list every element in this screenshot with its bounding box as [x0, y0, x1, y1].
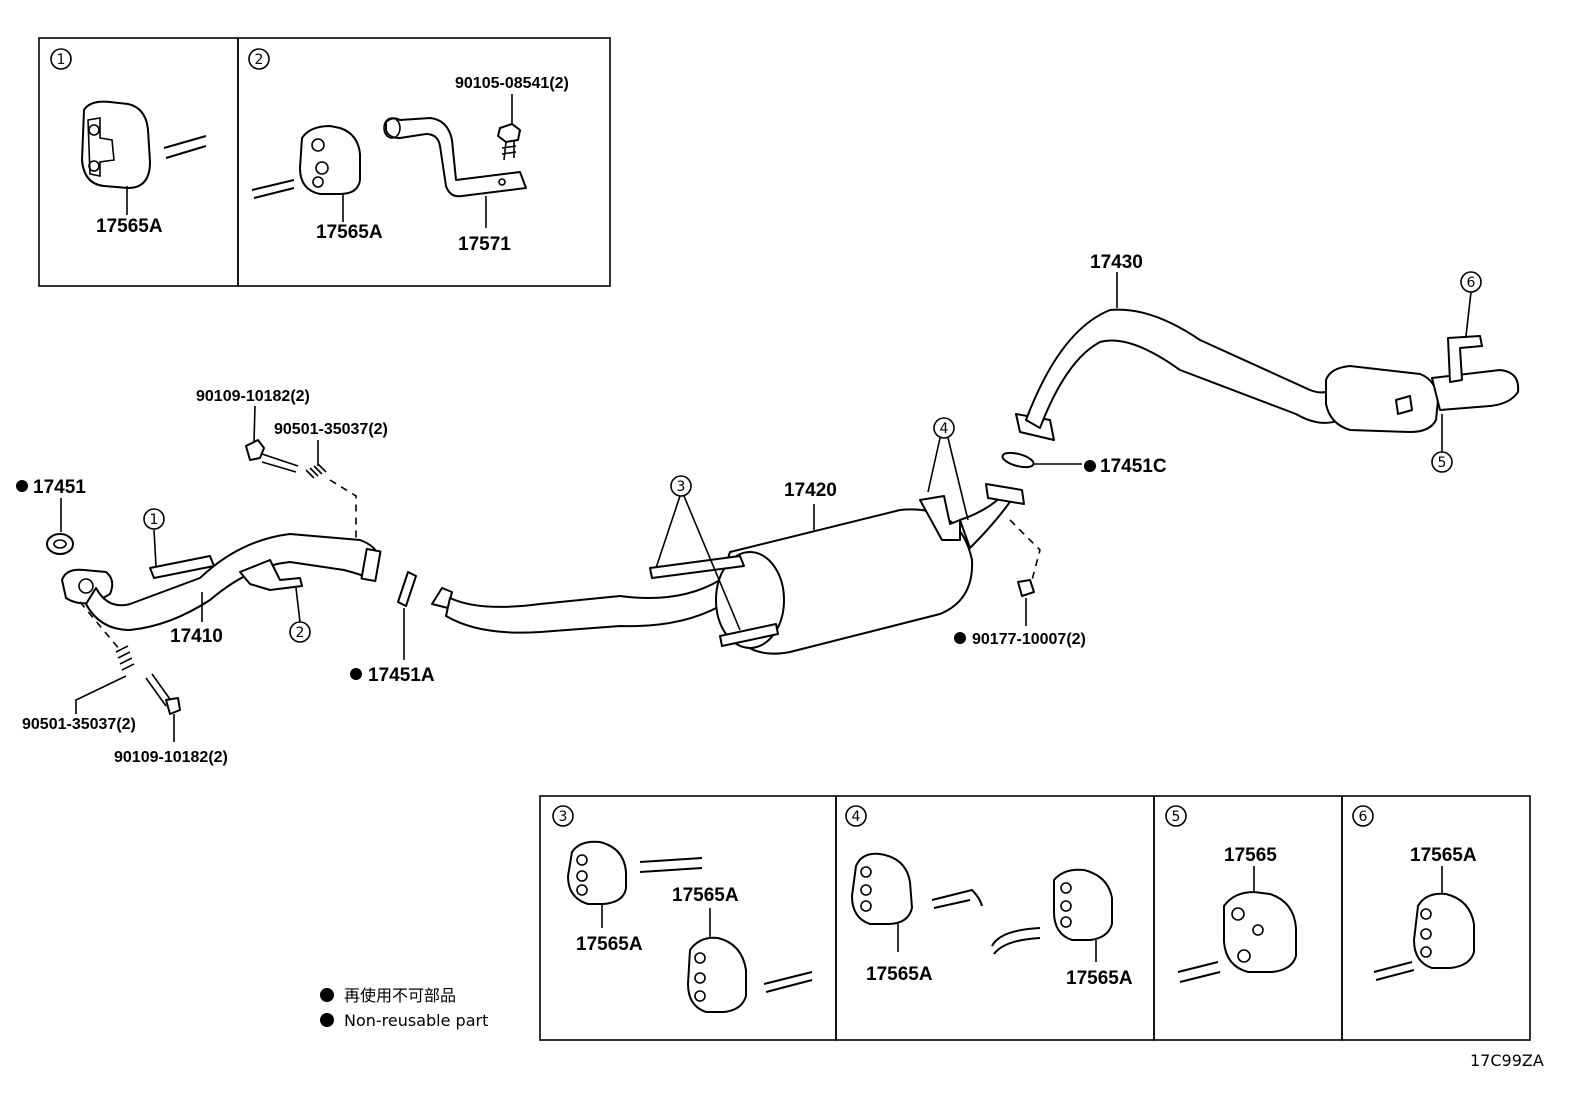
tail-pipe-17430 — [1015, 308, 1520, 441]
bolt-bottom-icon — [145, 673, 181, 715]
svg-text:5: 5 — [1172, 809, 1181, 825]
svg-text:4: 4 — [940, 421, 949, 437]
svg-text:17565A: 17565A — [1066, 968, 1133, 989]
legend-jp: 再使用不可部品 — [344, 986, 456, 1005]
inset-box-1: 1 17565A — [38, 37, 239, 287]
gasket-17451A: 17451A — [350, 571, 435, 686]
svg-text:2: 2 — [296, 625, 305, 641]
svg-text:90501-35037(2): 90501-35037(2) — [274, 421, 388, 438]
svg-text:17571: 17571 — [458, 234, 511, 255]
spring-bottom-icon — [115, 645, 135, 671]
svg-text:17420: 17420 — [784, 480, 837, 501]
box1-part-label: 17565A — [96, 216, 163, 237]
svg-text:6: 6 — [1359, 809, 1368, 825]
legend: 再使用不可部品 Non-reusable part — [320, 986, 488, 1030]
svg-text:90501-35037(2): 90501-35037(2) — [22, 716, 136, 733]
svg-text:17451: 17451 — [33, 477, 86, 498]
svg-text:17410: 17410 — [170, 626, 223, 647]
rubber-hanger-icon — [299, 125, 361, 195]
center-muffler-17420 — [431, 483, 1025, 655]
svg-text:3: 3 — [677, 479, 686, 495]
bolt-icon — [497, 123, 521, 161]
bolt-top-icon — [245, 439, 299, 473]
gasket-17451: 17451 — [16, 477, 86, 555]
svg-text:1: 1 — [150, 512, 159, 528]
bracket-icon — [383, 117, 527, 198]
svg-text:17565A: 17565A — [1410, 845, 1477, 866]
svg-text:17430: 17430 — [1090, 252, 1143, 273]
svg-text:3: 3 — [559, 809, 568, 825]
inset-box-4: 4 17565A 17565A — [835, 795, 1155, 1041]
svg-text:17451A: 17451A — [368, 665, 435, 686]
svg-text:17565A: 17565A — [672, 885, 739, 906]
inset-box-3: 3 17565A 17565A — [539, 795, 837, 1041]
svg-text:17451C: 17451C — [1100, 456, 1167, 477]
rubber-hanger-icon — [81, 100, 151, 189]
svg-text:17565A: 17565A — [576, 934, 643, 955]
svg-text:4: 4 — [852, 809, 861, 825]
svg-text:90109-10182(2): 90109-10182(2) — [196, 388, 310, 405]
inset-box-2: 2 17565A 17571 90105-08541(2) — [237, 37, 611, 287]
svg-text:5: 5 — [1438, 455, 1447, 471]
inset-box-6: 6 17565A — [1341, 795, 1531, 1041]
svg-text:2: 2 — [255, 52, 264, 68]
svg-text:17565A: 17565A — [866, 964, 933, 985]
legend-en: Non-reusable part — [344, 1011, 488, 1030]
svg-text:6: 6 — [1467, 275, 1476, 291]
front-pipe-17410 — [61, 533, 382, 631]
svg-text:90109-10182(2): 90109-10182(2) — [114, 749, 228, 766]
diagram-code: 17C99ZA — [1470, 1051, 1544, 1070]
spring-top-icon — [305, 463, 327, 479]
callout-1-label: 1 — [57, 52, 66, 68]
inset-box-5: 5 17565 — [1153, 795, 1343, 1041]
svg-text:17565A: 17565A — [316, 222, 383, 243]
svg-text:90177-10007(2): 90177-10007(2) — [972, 631, 1086, 648]
svg-text:17565: 17565 — [1224, 845, 1277, 866]
svg-text:90105-08541(2): 90105-08541(2) — [455, 75, 569, 92]
